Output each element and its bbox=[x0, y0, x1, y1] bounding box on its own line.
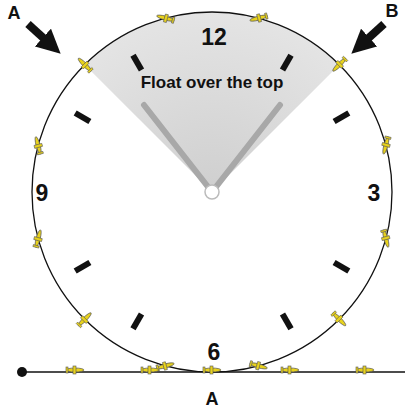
entry-arrow bbox=[28, 24, 50, 44]
airplane-icon bbox=[66, 366, 84, 374]
clock-number: 9 bbox=[36, 182, 49, 205]
float-wedge bbox=[85, 12, 340, 192]
clock-number: 6 bbox=[208, 341, 221, 364]
wedge-ray bbox=[144, 105, 212, 192]
clock-tick bbox=[334, 113, 349, 122]
airplane-icon bbox=[249, 360, 268, 372]
loop-path bbox=[32, 12, 392, 372]
point-label: A bbox=[206, 390, 219, 408]
airplane-icon bbox=[330, 310, 348, 328]
clock-tick bbox=[133, 314, 142, 329]
clock-tick bbox=[283, 55, 292, 70]
clock-tick bbox=[75, 263, 90, 272]
point-label: A bbox=[8, 4, 21, 22]
clock-number: 12 bbox=[201, 26, 227, 49]
airplane-icon bbox=[32, 136, 44, 155]
start-dot bbox=[17, 367, 27, 377]
clock-tick bbox=[334, 263, 349, 272]
airplane-icon bbox=[203, 366, 221, 374]
airplane-icon bbox=[281, 366, 299, 374]
airplane-icon bbox=[330, 56, 348, 74]
exit-arrow bbox=[362, 24, 384, 44]
airplane-icon bbox=[141, 366, 159, 374]
airplane-icon bbox=[76, 56, 94, 74]
wedge-ray bbox=[212, 105, 280, 192]
clock-tick bbox=[133, 55, 142, 70]
airplane-icon bbox=[380, 229, 392, 248]
airplane-icon bbox=[356, 366, 374, 374]
airplane-icon bbox=[32, 229, 44, 248]
center-pivot bbox=[205, 185, 219, 199]
airplane-icon bbox=[249, 12, 268, 24]
airplane-icon bbox=[76, 310, 94, 328]
airplane-icon bbox=[380, 136, 392, 155]
clock-tick bbox=[75, 113, 90, 122]
airplane-icon bbox=[156, 12, 175, 24]
clock-number: 3 bbox=[368, 182, 381, 205]
point-label: B bbox=[386, 2, 399, 20]
clock-tick bbox=[283, 314, 292, 329]
zone-label: Float over the top bbox=[141, 74, 284, 91]
